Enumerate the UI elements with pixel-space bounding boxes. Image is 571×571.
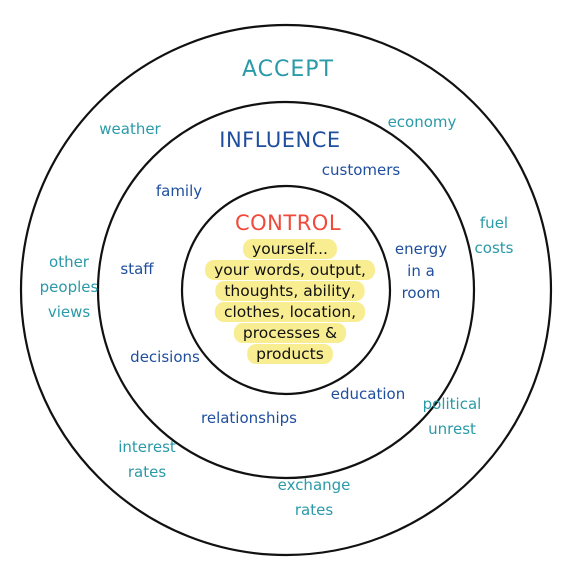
label-line: fuel: [480, 214, 508, 232]
label-customers: customers: [322, 161, 401, 179]
label-line: interest: [118, 438, 176, 456]
highlight-stroke: [215, 281, 365, 301]
label-interest-rates: interest rates: [118, 438, 176, 481]
label-line: staff: [120, 260, 154, 278]
label-line: political: [423, 395, 482, 413]
highlight-stroke: [243, 239, 337, 259]
accept-items: weather economy fuel costs other peoples views…: [40, 113, 514, 519]
control-line: thoughts, ability,: [224, 282, 355, 300]
label-line: rates: [295, 501, 333, 519]
label-line: unrest: [428, 420, 476, 438]
highlight-stroke: [233, 323, 347, 343]
label-line: economy: [388, 113, 457, 131]
label-political-unrest: political unrest: [423, 395, 482, 438]
label-line: decisions: [130, 348, 200, 366]
label-line: weather: [99, 120, 161, 138]
label-line: views: [48, 303, 91, 321]
highlight-stroke: [205, 260, 375, 280]
control-line: your words, output,: [214, 261, 366, 279]
label-energy-in-a-room: energy in a room: [395, 240, 447, 302]
accept-ring: [19, 23, 553, 557]
label-other-peoples-views: other peoples views: [40, 253, 99, 321]
label-decisions: decisions: [130, 348, 200, 366]
influence-items: customers family staff energy in a room decisi…: [120, 161, 447, 427]
control-highlight: [205, 239, 375, 364]
label-line: customers: [322, 161, 401, 179]
label-family: family: [156, 182, 202, 200]
highlight-stroke: [247, 344, 333, 364]
label-line: in a: [407, 262, 435, 280]
control-line: processes &: [243, 324, 337, 342]
label-fuel-costs: fuel costs: [475, 214, 514, 257]
label-weather: weather: [99, 120, 161, 138]
label-line: room: [402, 284, 441, 302]
label-line: costs: [475, 239, 514, 257]
label-line: peoples: [40, 278, 99, 296]
label-relationships: relationships: [201, 409, 297, 427]
highlight-stroke: [214, 302, 366, 322]
accept-heading: ACCEPT: [242, 57, 334, 82]
control-ring: [180, 184, 392, 396]
label-line: other: [49, 253, 90, 271]
label-exchange-rates: exchange rates: [278, 476, 351, 519]
control-line: clothes, location,: [224, 303, 356, 321]
influence-heading: INFLUENCE: [219, 128, 340, 152]
label-line: relationships: [201, 409, 297, 427]
label-economy: economy: [388, 113, 457, 131]
label-line: family: [156, 182, 202, 200]
label-staff: staff: [120, 260, 154, 278]
control-heading: CONTROL: [235, 211, 341, 235]
label-line: education: [331, 385, 405, 403]
label-line: energy: [395, 240, 447, 258]
label-line: exchange: [278, 476, 351, 494]
label-education: education: [331, 385, 405, 403]
control-line: products: [256, 345, 324, 363]
label-line: rates: [128, 463, 166, 481]
control-line: yourself...: [252, 240, 328, 258]
control-items: yourself... your words, output, thoughts, …: [214, 240, 366, 363]
influence-ring: [96, 100, 476, 480]
